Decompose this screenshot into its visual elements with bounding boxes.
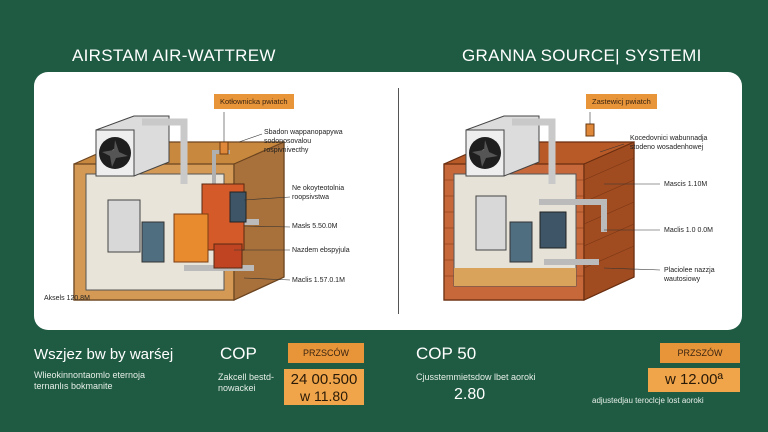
- right-note-4: Placiolee nazzja wautosiowy: [664, 267, 715, 283]
- left-corner-note: Aksels 120.8M: [44, 295, 90, 302]
- right-note-3: Maclis 1.0 0.0M: [664, 227, 714, 234]
- left-heat-pump-illustration: [73, 115, 285, 301]
- right-system-title: GRANNA SOURCE| SYSTEMI: [462, 46, 702, 65]
- cop-right-label: COP 50: [416, 344, 477, 363]
- right-value: 2.80: [454, 386, 486, 403]
- right-note-1: Kocedovnici wabunnadja stodeno wosadenho…: [630, 135, 708, 151]
- panel-divider: [398, 88, 399, 314]
- left-note-3: Masłs 5.50.0M: [292, 223, 338, 230]
- fan-unit-icon: [95, 115, 170, 177]
- right-heat-pump-illustration: [443, 115, 635, 301]
- left-summary-heading: Wszjez bw by warśej: [34, 346, 174, 363]
- left-note-5: Maclis 1.57.0.1M: [292, 277, 345, 284]
- diagram-panel: Kotłownicka pwiatch Sbadon wappanopapywa…: [34, 72, 742, 330]
- value-box-line2: w 11.80: [300, 388, 348, 404]
- right-summary-sub: Cjusstemmietsdow lbet aoroki: [416, 372, 536, 382]
- mid-summary-sub: Zakcell bestd- nowackei: [218, 372, 275, 393]
- price-box: w 12.00ª: [648, 368, 740, 392]
- fan-unit-icon: [465, 115, 540, 177]
- right-component-tag: Zastewicj pwiatch: [586, 94, 657, 109]
- footnote: adjustedjau teroclcje lost aoroki: [592, 396, 704, 405]
- left-badge: PRZSCÓW: [288, 343, 364, 363]
- right-note-2: Mascis 1.10M: [664, 181, 708, 188]
- left-system-title: AIRSTAM AIR-WATTREW: [72, 46, 276, 65]
- left-note-4: Nazdem ebspyjula: [292, 247, 350, 254]
- value-box: 24 00.500 w 11.80: [284, 369, 364, 405]
- left-note-1: Sbadon wappanopapywa sodonosovalou rospi…: [264, 129, 343, 154]
- right-badge: PRZSZÓW: [660, 343, 740, 363]
- left-component-tag: Kotłownicka pwiatch: [214, 94, 294, 109]
- left-note-2: Ne okoyteotolnia roopsivstwa: [292, 185, 345, 201]
- heat-pump-illustrations: [73, 112, 661, 301]
- cop-left-label: COP: [220, 344, 257, 363]
- value-box-line1: 24 00.500: [290, 371, 358, 388]
- left-summary-sub: Wlieokinnontaomlo eternoja ternanlıs bok…: [34, 370, 146, 391]
